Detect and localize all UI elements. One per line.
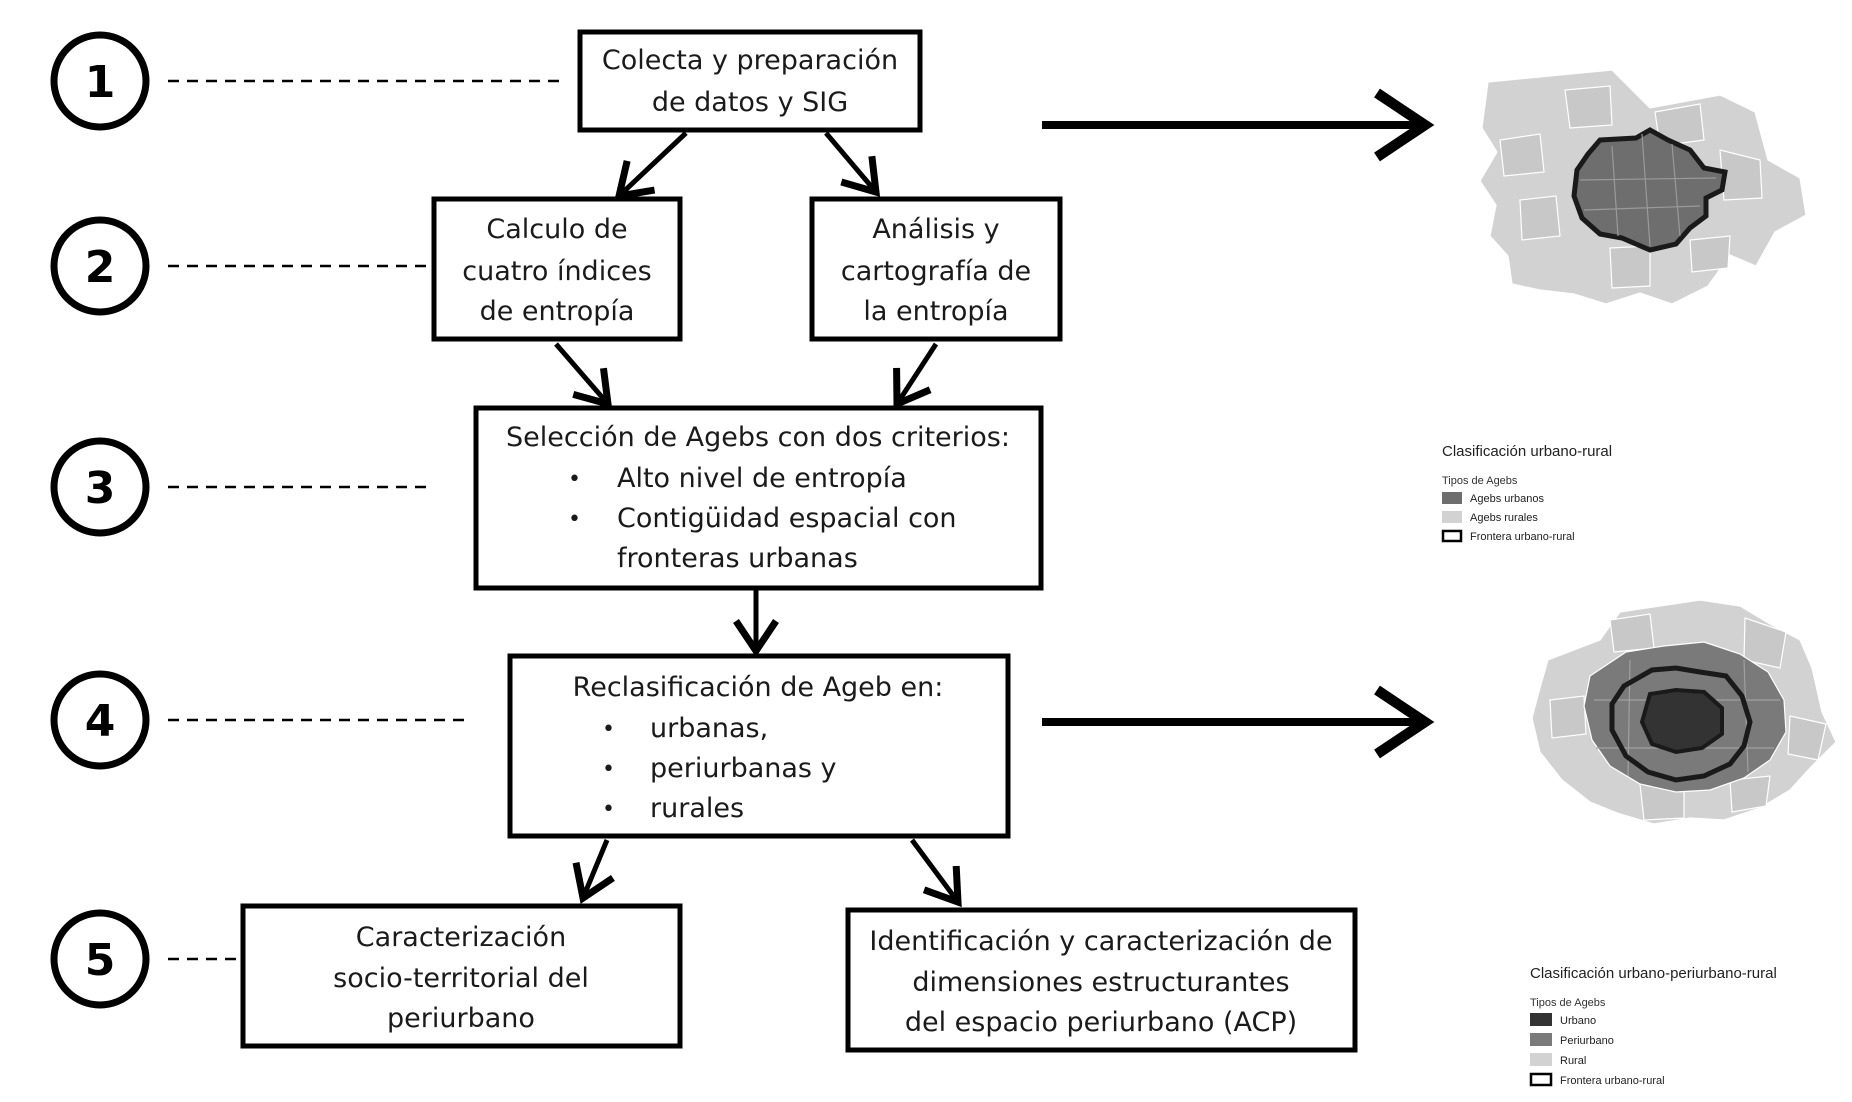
arrow-map-to-selection: [893, 342, 939, 410]
box-selection-bullet-1: •: [568, 467, 581, 492]
legend-1-label-border: Frontera urbano-rural: [1470, 531, 1575, 543]
box-characterization: Caracterización socio-territorial del pe…: [240, 903, 683, 1049]
box-characterization-line-1: Caracterización: [356, 922, 566, 953]
legend-urban-rural: Clasificación urbano-rural Tipos de Ageb…: [1441, 443, 1612, 543]
legend-2-subtitle: Tipos de Agebs: [1530, 997, 1606, 1009]
box-selection-bullet-2: •: [568, 507, 581, 532]
legend-2-swatch-border: [1529, 1072, 1553, 1087]
box-characterization-line-2: socio-territorial del: [333, 963, 589, 994]
legend-2-label-urban: Urbano: [1560, 1015, 1596, 1027]
step-2: 2: [50, 216, 150, 316]
step-2-circle: [50, 216, 150, 316]
box-entropy-map-line-3: la entropía: [863, 296, 1008, 327]
arrow-prep-to-map: [824, 131, 881, 197]
arrow-reclass-to-identification: [909, 838, 962, 908]
box-reclass-item-2: periurbanas y: [650, 753, 837, 784]
legend-1-swatch-border: [1441, 529, 1463, 543]
legend-2-label-periurban: Periurbano: [1560, 1035, 1614, 1047]
box-entropy-map-line-2: cartografía de: [841, 256, 1031, 287]
step-1-circle: [50, 31, 150, 131]
step-3: 3: [50, 437, 150, 537]
step-5: 5: [50, 909, 150, 1009]
box-selection-heading: Selección de Agebs con dos criterios:: [506, 422, 1010, 453]
legend-2-label-border: Frontera urbano-rural: [1560, 1075, 1665, 1087]
arrow-calc-to-selection: [554, 342, 613, 409]
box-selection-item-2: Contigüidad espacial con: [617, 503, 957, 534]
step-1-number: 1: [85, 57, 116, 108]
map-2-urban-core: [1639, 687, 1724, 755]
legend-urban-periurban-rural: Clasificación urbano-periurbano-rural Ti…: [1529, 965, 1777, 1087]
box-reclass: Reclasificación de Ageb en: • urbanas, •…: [507, 653, 1011, 839]
step-5-number: 5: [85, 935, 116, 986]
box-identification: Identificación y caracterización de dime…: [845, 907, 1358, 1053]
map-urban-rural: [1479, 69, 1807, 305]
step-4: 4: [50, 670, 150, 770]
map-1-urban-agebs: [1571, 127, 1728, 253]
box-identification-line-2: dimensiones estructurantes: [912, 967, 1289, 998]
step-2-number: 2: [85, 242, 116, 293]
box-selection-item-3: fronteras urbanas: [617, 543, 858, 574]
arrow-reclass-to-characterization: [572, 839, 615, 904]
box-reclass-heading: Reclasificación de Ageb en:: [573, 672, 944, 703]
box-identification-line-3: del espacio periurbano (ACP): [905, 1007, 1297, 1038]
box-data-prep: Colecta y preparación de datos y SIG: [577, 29, 923, 133]
arrow-prep-to-calc: [614, 131, 688, 201]
box-characterization-line-3: periurbano: [387, 1003, 535, 1034]
box-reclass-bullet-1: •: [602, 717, 615, 742]
step-4-circle: [50, 670, 150, 770]
box-selection: Selección de Agebs con dos criterios: • …: [473, 405, 1044, 591]
legend-1-subtitle: Tipos de Agebs: [1442, 475, 1518, 487]
box-reclass-item-1: urbanas,: [650, 713, 768, 744]
step-1: 1: [50, 31, 150, 131]
legend-2-swatch-urban: [1530, 1013, 1552, 1026]
box-reclass-bullet-2: •: [602, 757, 615, 782]
legend-2-label-rural: Rural: [1560, 1055, 1586, 1067]
box-data-prep-line-1: Colecta y preparación: [602, 45, 898, 76]
map-urban-periurban-rural: [1531, 599, 1837, 825]
box-entropy-calc-line-3: de entropía: [480, 296, 635, 327]
step-3-circle: [50, 437, 150, 537]
legend-2-swatch-periurban: [1530, 1033, 1552, 1046]
legend-1-swatch-urban: [1442, 492, 1462, 504]
box-entropy-map: Análisis y cartografía de la entropía: [809, 196, 1063, 342]
step-4-number: 4: [85, 696, 116, 747]
legend-1-swatch-rural: [1442, 511, 1462, 523]
box-reclass-item-3: rurales: [650, 793, 744, 824]
legend-2-swatch-rural: [1530, 1053, 1552, 1066]
box-selection-item-1: Alto nivel de entropía: [617, 463, 907, 494]
box-reclass-bullet-3: •: [602, 797, 615, 822]
step-5-circle: [50, 909, 150, 1009]
legend-1-label-rural: Agebs rurales: [1470, 512, 1538, 524]
box-entropy-calc-line-1: Calculo de: [486, 214, 627, 245]
legend-1-label-urban: Agebs urbanos: [1470, 493, 1544, 505]
legend-2-title: Clasificación urbano-periurbano-rural: [1530, 965, 1777, 982]
box-entropy-calc-line-2: cuatro índices: [462, 256, 651, 287]
box-entropy-calc: Calculo de cuatro índices de entropía: [431, 196, 683, 342]
map-2-urban-rural-border: [1609, 665, 1753, 783]
step-3-number: 3: [85, 463, 116, 514]
box-data-prep-line-2: de datos y SIG: [652, 87, 848, 118]
box-entropy-map-line-1: Análisis y: [872, 214, 999, 245]
legend-1-title: Clasificación urbano-rural: [1442, 443, 1612, 460]
box-identification-line-1: Identificación y caracterización de: [869, 926, 1332, 957]
